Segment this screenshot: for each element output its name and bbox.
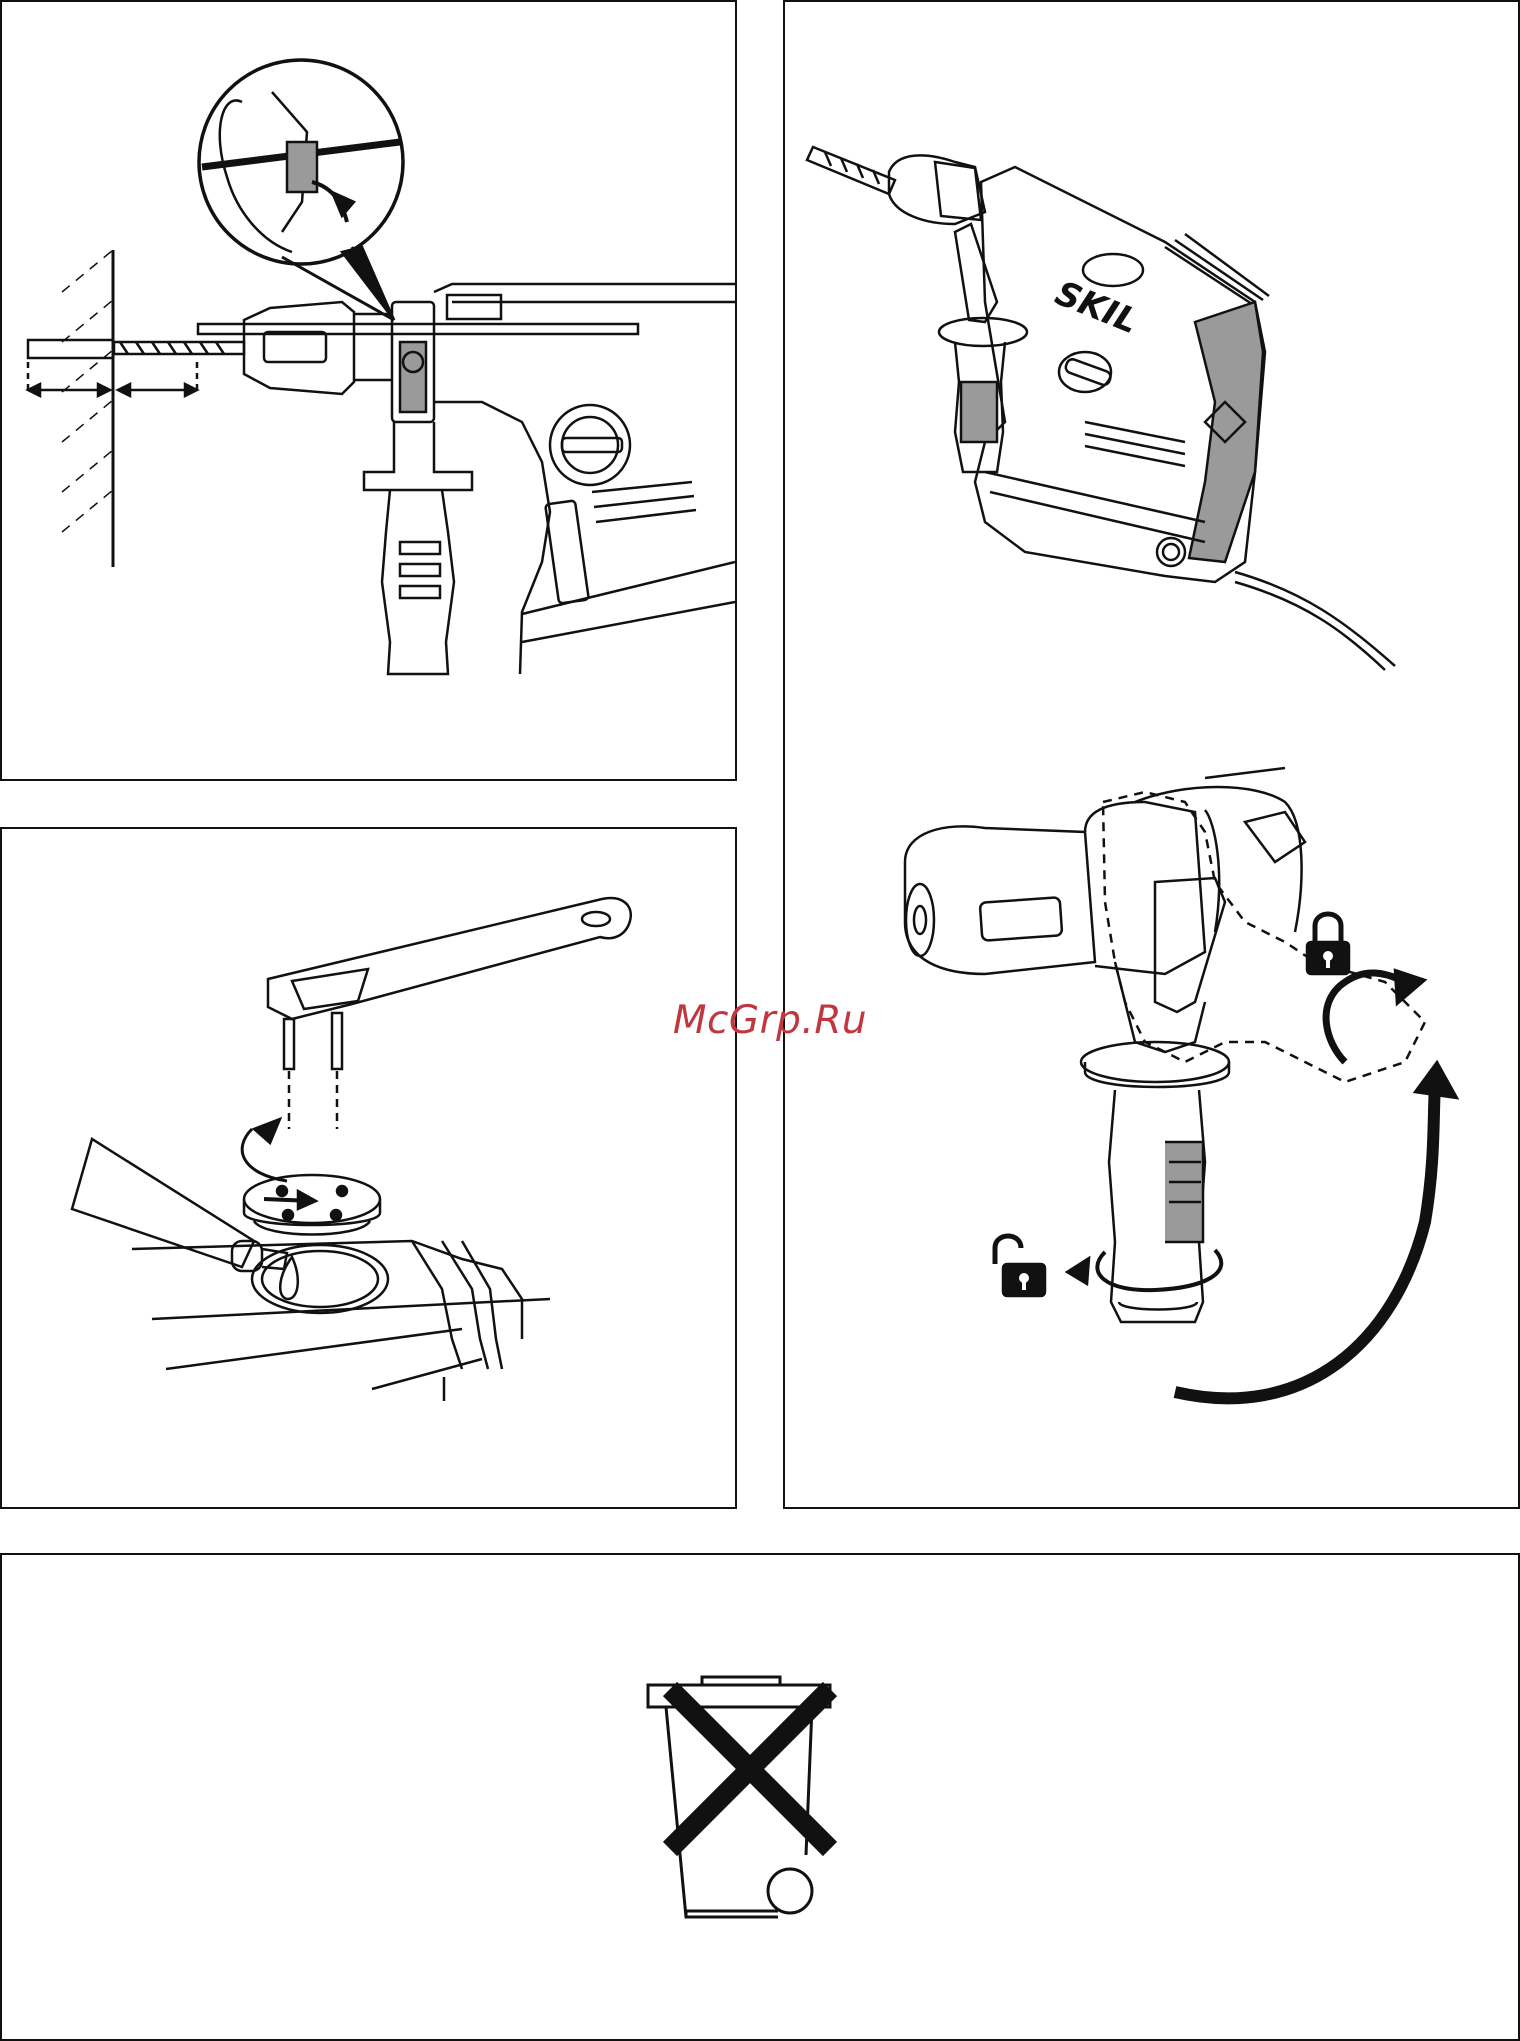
figure-weee-disposal <box>0 1553 1520 2041</box>
tool-illustration: SKIL <box>785 2 1518 1507</box>
figure-depth-gauge <box>0 0 737 781</box>
figure-lubrication <box>0 827 737 1509</box>
padlock-open-icon <box>995 1236 1045 1296</box>
depth-gauge-illustration <box>2 2 735 779</box>
watermark-text: McGrp.Ru <box>665 998 875 1043</box>
lubrication-illustration <box>2 829 735 1507</box>
figure-tool-and-side-handle: SKIL <box>783 0 1520 1509</box>
padlock-closed-icon <box>1307 914 1349 974</box>
crossed-out-wheelie-bin-icon <box>2 1555 1518 2039</box>
